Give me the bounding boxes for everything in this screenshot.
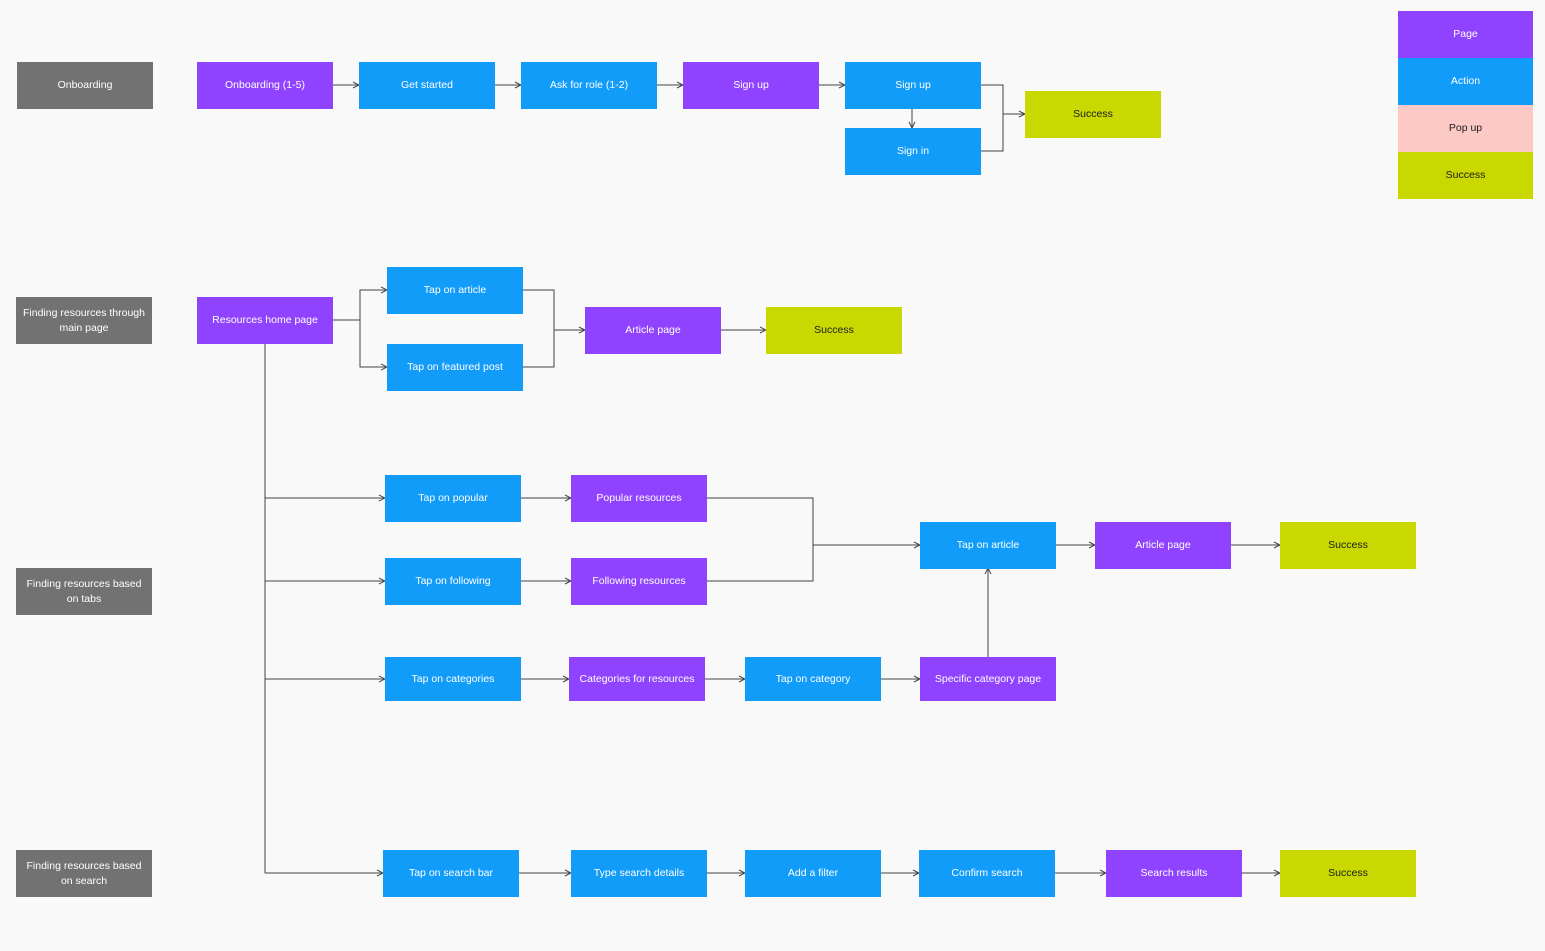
tabs-tap-article-node[interactable]: Tap on article [920,522,1056,569]
sign-in-action-node[interactable]: Sign in [845,128,981,175]
connector [707,497,814,582]
search-success-node[interactable]: Success [1280,850,1416,897]
legend-success: Success [1398,152,1533,199]
row-label-tabs: Finding resources based on tabs [16,568,152,615]
tabs-success-node[interactable]: Success [1280,522,1416,569]
categories-resources-node[interactable]: Categories for resources [569,657,705,701]
tap-categories-node[interactable]: Tap on categories [385,657,521,701]
tap-popular-node[interactable]: Tap on popular [385,475,521,522]
tap-following-node[interactable]: Tap on following [385,558,521,605]
specific-category-node[interactable]: Specific category page [920,657,1056,701]
type-search-details-node[interactable]: Type search details [571,850,707,897]
tap-featured-node[interactable]: Tap on featured post [387,344,523,391]
tap-search-bar-node[interactable]: Tap on search bar [383,850,519,897]
tap-article-node[interactable]: Tap on article [387,267,523,314]
sign-up-page-node[interactable]: Sign up [683,62,819,109]
article-page-node[interactable]: Article page [585,307,721,354]
tabs-article-page-node[interactable]: Article page [1095,522,1231,569]
connector [523,289,555,368]
connector [359,320,387,367]
legend-page: Page [1398,11,1533,58]
add-filter-node[interactable]: Add a filter [745,850,881,897]
resources-home-node[interactable]: Resources home page [197,297,333,344]
onboarding-success-node[interactable]: Success [1025,91,1161,138]
main-success-node[interactable]: Success [766,307,902,354]
confirm-search-node[interactable]: Confirm search [919,850,1055,897]
row-label-main-page: Finding resources through main page [16,297,152,344]
ask-role-node[interactable]: Ask for role (1-2) [521,62,657,109]
connector [333,290,387,321]
get-started-node[interactable]: Get started [359,62,495,109]
legend-action: Action [1398,58,1533,105]
following-resources-node[interactable]: Following resources [571,558,707,605]
row-label-onboarding: Onboarding [17,62,153,109]
onboarding-pages-node[interactable]: Onboarding (1-5) [197,62,333,109]
popular-resources-node[interactable]: Popular resources [571,475,707,522]
sign-up-action-node[interactable]: Sign up [845,62,981,109]
row-label-search: Finding resources based on search [16,850,152,897]
connector [981,84,1004,152]
search-results-node[interactable]: Search results [1106,850,1242,897]
legend-popup: Pop up [1398,105,1533,152]
tap-category-node[interactable]: Tap on category [745,657,881,701]
